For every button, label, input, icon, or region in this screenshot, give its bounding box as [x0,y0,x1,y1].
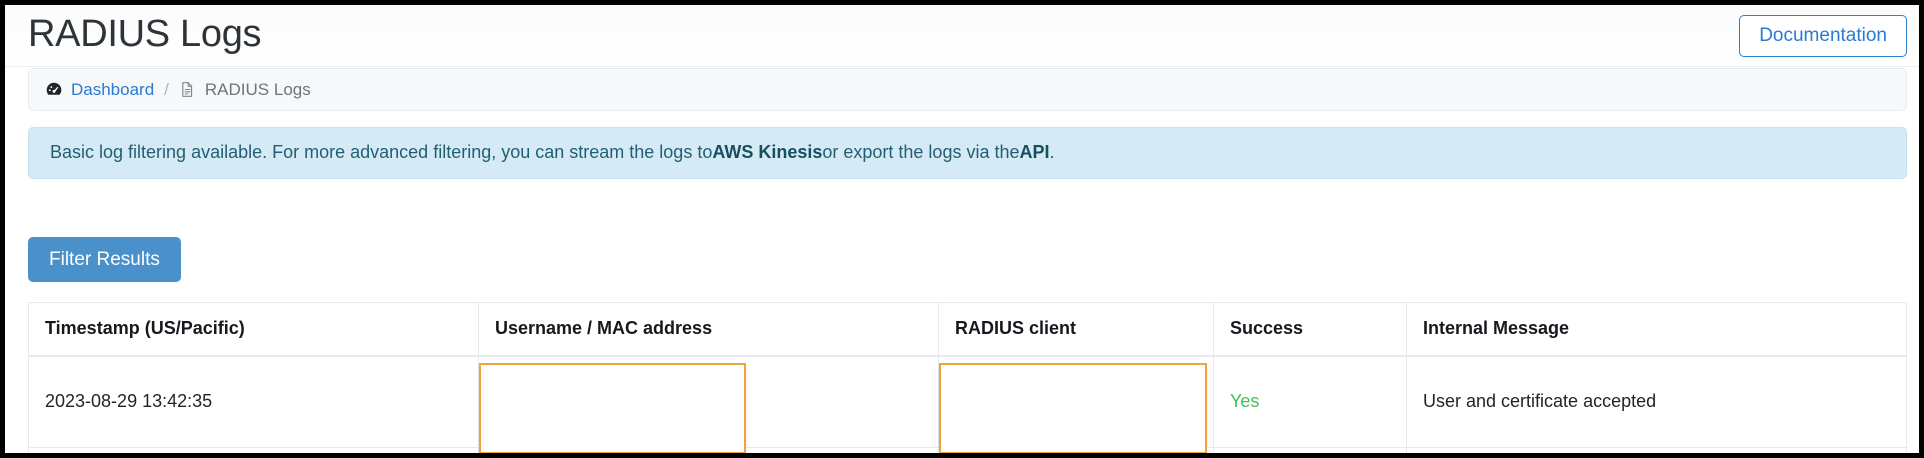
table-head: Timestamp (US/Pacific) Username / MAC ad… [28,302,1907,357]
table-body: 2023-08-29 13:42:35 Yes [28,355,1907,453]
timestamp-value: 2023-08-29 13:42:35 [45,391,213,412]
alert-strong-aws-kinesis: AWS Kinesis [712,142,823,163]
column-header-success[interactable]: Success [1213,302,1407,357]
cell-success: Yes [1213,355,1407,448]
cell-username-mac[interactable] [478,355,939,453]
cell-timestamp [28,447,479,453]
document-icon [179,81,197,99]
breadcrumb-item-current: RADIUS Logs [179,80,311,100]
radius-logs-table: Timestamp (US/Pacific) Username / MAC ad… [28,302,1907,453]
alert-text-2: or export the logs via the [822,142,1020,163]
cell-internal-message [1406,447,1907,453]
breadcrumb-separator: / [164,79,169,99]
breadcrumb-item-dashboard[interactable]: Dashboard [45,80,154,100]
column-header-timestamp[interactable]: Timestamp (US/Pacific) [28,302,479,357]
cell-radius-client[interactable] [938,355,1214,453]
cell-timestamp: 2023-08-29 13:42:35 [28,355,479,448]
column-header-radius-client[interactable]: RADIUS client [938,302,1214,357]
page-header: RADIUS Logs Documentation [5,5,1919,67]
radius-client-highlight-box[interactable] [939,362,1207,453]
documentation-button[interactable]: Documentation [1739,15,1907,57]
internal-message-value: User and certificate accepted [1423,391,1657,412]
breadcrumb-dashboard-label: Dashboard [71,79,155,99]
page-viewport: RADIUS Logs Documentation Dashboard / [5,5,1919,453]
breadcrumb: Dashboard / RADIUS Logs [28,68,1907,111]
info-alert: Basic log filtering available. For more … [28,127,1907,179]
cell-success [1213,447,1407,453]
alert-text-3: . [1049,142,1055,163]
cell-internal-message: User and certificate accepted [1406,355,1907,448]
alert-strong-api: API [1019,142,1050,163]
speedometer-icon [45,81,63,99]
radius-logs-table-container: Timestamp (US/Pacific) Username / MAC ad… [28,302,1907,453]
alert-text-1: Basic log filtering available. For more … [50,142,713,163]
table-header-row: Timestamp (US/Pacific) Username / MAC ad… [28,302,1907,357]
breadcrumb-current-label: RADIUS Logs [204,79,311,99]
table-row[interactable]: 2023-08-29 13:42:35 Yes [28,355,1907,453]
page-title: RADIUS Logs [28,13,262,55]
column-header-username-mac[interactable]: Username / MAC address [478,302,939,357]
column-header-internal-message[interactable]: Internal Message [1406,302,1907,357]
filter-results-button[interactable]: Filter Results [28,237,181,282]
success-badge: Yes [1230,391,1260,412]
username-highlight-box[interactable] [479,362,746,453]
